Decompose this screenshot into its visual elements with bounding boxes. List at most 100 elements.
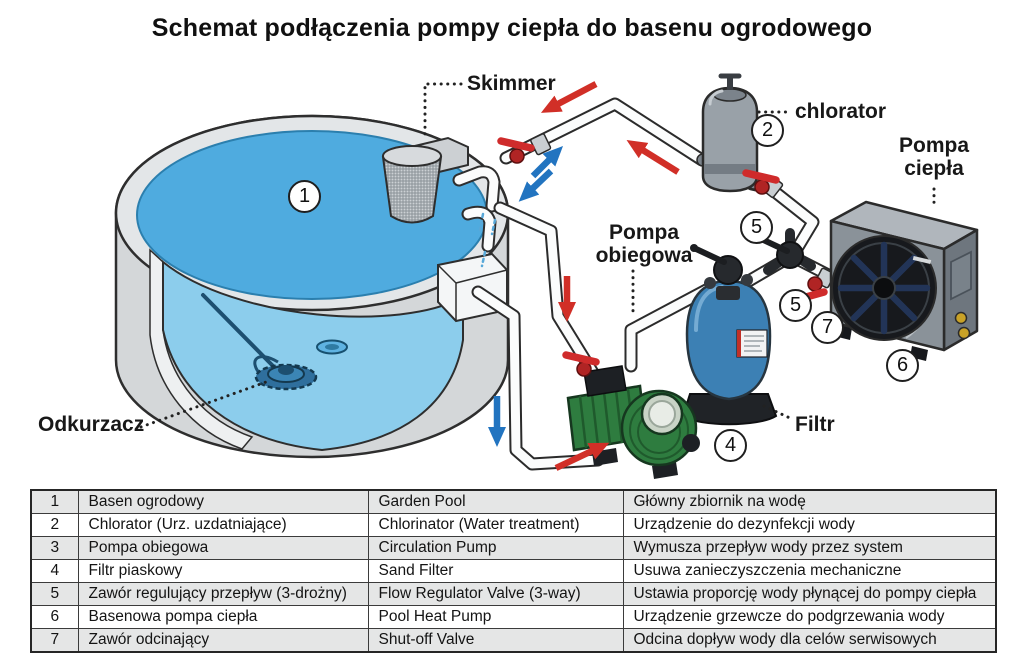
label-circulation-pump: Pompa obiegowa	[587, 221, 701, 267]
page-title: Schemat podłączenia pompy ciepła do base…	[151, 14, 873, 42]
filter-multiport-port	[704, 277, 716, 289]
row-name-pl: Filtr piaskowy	[77, 559, 369, 583]
heat-pump-brand-mark	[912, 256, 932, 264]
row-number: 1	[30, 489, 79, 514]
chlorinator-highlight	[708, 89, 724, 106]
label-heat-pump: Pompa ciepła	[892, 134, 976, 180]
row-name-en: Garden Pool	[367, 489, 624, 514]
row-name-pl: Pompa obiegowa	[77, 536, 369, 560]
flow-arrow-red	[626, 140, 680, 175]
marker-pool: 1	[288, 180, 321, 213]
pool-return-elbow	[454, 167, 499, 211]
row-name-en: Flow Regulator Valve (3-way)	[367, 582, 624, 606]
flow-arrow-blue	[518, 168, 554, 202]
label-heat-pump-line2: ciepła	[904, 157, 964, 180]
label-skimmer: Skimmer	[467, 72, 556, 95]
row-description: Główny zbiornik na wodę	[622, 489, 997, 514]
heat-pump-connector	[954, 311, 968, 325]
heat-pump-access-panel	[950, 250, 972, 301]
sand-filter	[681, 244, 778, 426]
row-description: Urządzenie do dezynfekcji wody	[622, 513, 997, 537]
valve-body	[807, 276, 823, 292]
vacuum-hub	[278, 365, 294, 375]
flow-arrows	[488, 81, 680, 471]
row-number: 5	[30, 582, 79, 606]
skimmer-basket-rim	[382, 145, 442, 167]
row-number: 6	[30, 605, 79, 629]
table-row: 6 Basenowa pompa ciepła Pool Heat Pump U…	[30, 605, 997, 629]
pump-motor-fins	[578, 388, 636, 449]
skimmer-weir-inner-edges	[437, 264, 508, 321]
label-heat-pump-line1: Pompa	[898, 134, 969, 157]
table-row: 1 Basen ogrodowy Garden Pool Główny zbio…	[30, 489, 997, 514]
row-name-en: Shut-off Valve	[367, 628, 624, 653]
chlorinator-band	[704, 164, 756, 174]
pipe-drain	[473, 287, 603, 469]
valve-lever	[497, 137, 535, 152]
marker-shutoff-valve: 7	[811, 311, 844, 344]
piping	[471, 97, 847, 471]
skimmer-basket	[381, 156, 443, 224]
row-description: Urządzenie grzewcze do podgrzewania wody	[622, 605, 997, 629]
label-vacuum: Odkurzacz	[38, 413, 145, 436]
label-circulation-pump-line2: obiegowa	[595, 244, 693, 267]
pump-strainer-basket	[648, 400, 676, 428]
filter-multiport-handle	[691, 245, 727, 265]
row-name-pl: Chlorator (Urz. uzdatniające)	[77, 513, 369, 537]
pump-foot	[652, 462, 678, 479]
table-row: 2 Chlorator (Urz. uzdatniające) Chlorina…	[30, 513, 997, 537]
water-drips	[478, 212, 497, 268]
valve-body	[509, 148, 525, 164]
valve-body	[754, 179, 770, 195]
filter-multiport-port	[741, 274, 753, 286]
row-name-pl: Basenowa pompa ciepła	[77, 605, 369, 629]
valves	[497, 137, 828, 377]
row-number: 4	[30, 559, 79, 583]
three-way-valve	[753, 228, 816, 275]
heat-pump-connector	[957, 326, 971, 340]
legend-table: 1 Basen ogrodowy Garden Pool Główny zbio…	[30, 489, 997, 653]
pool-drain-center	[325, 344, 339, 350]
row-number: 7	[30, 628, 79, 653]
pool-water-section	[162, 259, 464, 452]
label-circulation-pump-line1: Pompa	[608, 221, 679, 244]
filter-sticker	[736, 329, 768, 358]
pipe-suction	[495, 203, 605, 389]
marker-filter: 4	[714, 429, 747, 462]
filter-sticker-lines	[744, 335, 764, 352]
table-row: 4 Filtr piaskowy Sand Filter Usuwa zanie…	[30, 559, 997, 583]
pool-cutaway-wall-edge	[149, 248, 254, 450]
row-name-en: Circulation Pump	[367, 536, 624, 560]
leader-filter	[762, 404, 794, 421]
row-name-en: Pool Heat Pump	[367, 605, 624, 629]
marker-heat-pump: 6	[886, 349, 919, 382]
row-number: 3	[30, 536, 79, 560]
row-name-en: Chlorinator (Water treatment)	[367, 513, 624, 537]
filter-multiport-handle-knob	[690, 244, 698, 252]
shutoff-valve-pool-return	[497, 137, 535, 164]
flow-arrow-blue	[530, 145, 564, 179]
flow-arrow-red	[554, 442, 610, 471]
label-filter: Filtr	[795, 413, 835, 436]
row-name-en: Sand Filter	[367, 559, 624, 583]
pump-terminal-box	[583, 365, 627, 397]
valve-lever	[562, 351, 600, 366]
leader-vacuum	[139, 380, 268, 429]
marker-valve-lower: 5	[779, 289, 812, 322]
row-description: Usuwa zanieczyszczenia mechaniczne	[622, 559, 997, 583]
garden-pool	[114, 114, 510, 459]
pump-foot	[592, 448, 618, 466]
pipe-pump-to-filter	[626, 283, 715, 371]
shutoff-valve-pump-inlet	[562, 351, 600, 377]
leader-lines	[139, 82, 936, 429]
heat-pump-fan-blades	[837, 241, 931, 335]
filter-sticker-stripe	[737, 330, 741, 357]
row-name-pl: Basen ogrodowy	[77, 489, 369, 514]
filter-multiport-neck	[716, 286, 740, 300]
valve-lever	[742, 169, 780, 184]
pump-front-port	[682, 434, 700, 452]
row-description: Ustawia proporcję wody płynącej do pompy…	[622, 582, 997, 606]
marker-chlorinator: 2	[751, 114, 784, 147]
